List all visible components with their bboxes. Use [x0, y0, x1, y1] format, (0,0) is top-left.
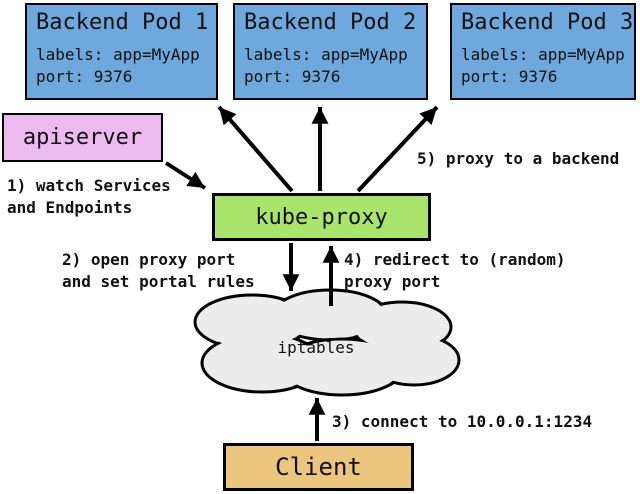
backend-pod-2-title: Backend Pod 2: [244, 10, 417, 35]
step-2-line-1: 2) open proxy port: [62, 250, 236, 269]
step-3-connect: 3) connect to 10.0.0.1:1234: [332, 411, 592, 433]
backend-pod-1-title: Backend Pod 1: [36, 10, 209, 35]
backend-pod-3-title: Backend Pod 3: [461, 10, 634, 35]
backend-pod-3-box: Backend Pod 3 labels: app=MyApp port: 93…: [450, 3, 636, 100]
step-3-line-1: 3) connect to 10.0.0.1:1234: [332, 412, 593, 431]
apiserver-box: apiserver: [2, 113, 163, 162]
backend-pod-1-box: Backend Pod 1 labels: app=MyApp port: 93…: [25, 3, 218, 100]
step-1-watch-services: 1) watch Services and Endpoints: [7, 175, 171, 219]
backend-pod-2-port: port: 9376: [244, 67, 341, 86]
client-box: Client: [223, 443, 414, 491]
arrow-apiserver-to-kubeproxy: [164, 161, 207, 190]
step-5-proxy-backend: 5) proxy to a backend: [417, 148, 619, 170]
apiserver-label: apiserver: [22, 125, 143, 150]
backend-pod-3-labels: labels: app=MyApp: [461, 45, 625, 64]
step-2-open-proxy-port: 2) open proxy port and set portal rules: [62, 249, 255, 293]
backend-pod-1-labels: labels: app=MyApp: [36, 45, 200, 64]
backend-pod-2-labels: labels: app=MyApp: [244, 45, 408, 64]
step-2-line-2: and set portal rules: [62, 272, 255, 291]
backend-pod-1-port: port: 9376: [36, 67, 133, 86]
step-4-line-2: proxy port: [344, 272, 441, 291]
step-4-redirect: 4) redirect to (random) proxy port: [344, 249, 566, 293]
step-1-line-2: and Endpoints: [7, 198, 133, 217]
backend-pod-2-box: Backend Pod 2 labels: app=MyApp port: 93…: [233, 3, 428, 100]
client-label: Client: [275, 453, 362, 481]
arrow-kubeproxy-to-pod1: [217, 105, 294, 193]
step-5-line-1: 5) proxy to a backend: [417, 149, 620, 168]
iptables-label: iptables: [277, 338, 355, 357]
step-4-line-1: 4) redirect to (random): [344, 250, 566, 269]
backend-pod-3-port: port: 9376: [461, 67, 558, 86]
kube-proxy-box: kube-proxy: [212, 193, 431, 241]
kube-proxy-label: kube-proxy: [255, 204, 388, 230]
step-1-line-1: 1) watch Services: [7, 176, 171, 195]
